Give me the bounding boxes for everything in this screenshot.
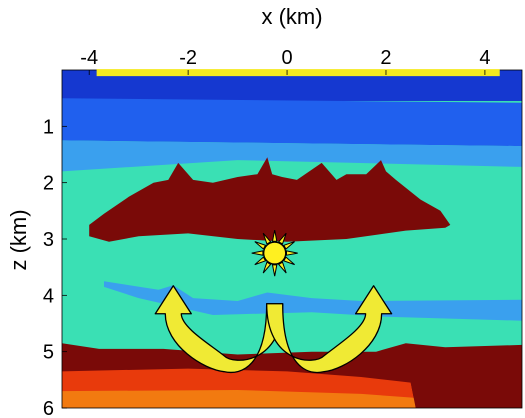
x-tick-label: 0: [281, 47, 292, 69]
layer-basement-orange: [62, 390, 416, 408]
sun-ray: [271, 230, 278, 242]
y-axis-ticks: 1 2 3 4 5 6: [43, 116, 67, 418]
annotations: [96, 69, 500, 374]
layer-sediment-blue: [62, 140, 522, 172]
ray-arrow-left: [154, 285, 284, 374]
receiver-line: [96, 69, 500, 77]
ray-arrow-right: [266, 285, 393, 374]
x-axis-ticks: -4 -2 0 2 4: [80, 47, 490, 75]
x-tick-label: 4: [479, 47, 490, 69]
layer-water-lower: [62, 98, 522, 147]
plot-area: [62, 70, 522, 408]
sun-ray: [254, 256, 267, 266]
x-axis-label: x (km): [261, 4, 322, 29]
y-tick-label: 1: [43, 116, 54, 138]
sun-ray: [277, 232, 287, 245]
sun-core: [263, 241, 287, 265]
y-tick-label: 3: [43, 229, 54, 251]
sun-ray: [286, 250, 298, 256]
sun-ray: [251, 250, 264, 256]
x-tick-label: 2: [380, 47, 391, 69]
sun-ray: [283, 241, 295, 250]
sun-ray: [262, 261, 272, 274]
x-tick-label: -2: [179, 47, 197, 69]
y-tick-label: 4: [43, 285, 54, 307]
layer-basement-right: [410, 379, 522, 408]
y-tick-label: 2: [43, 173, 54, 195]
salt-body: [89, 157, 451, 242]
y-tick-label: 5: [43, 342, 54, 364]
sun-ray: [262, 232, 272, 245]
sun-ray: [283, 256, 295, 266]
y-tick-label: 6: [43, 398, 54, 418]
source-sun-icon: [251, 230, 298, 277]
sun-ray: [271, 264, 278, 277]
sun-ray: [277, 261, 287, 274]
layer-thin-blue: [104, 281, 522, 321]
y-axis-label: z (km): [6, 209, 31, 270]
sun-ray: [254, 241, 267, 250]
x-tick-label: -4: [80, 47, 98, 69]
